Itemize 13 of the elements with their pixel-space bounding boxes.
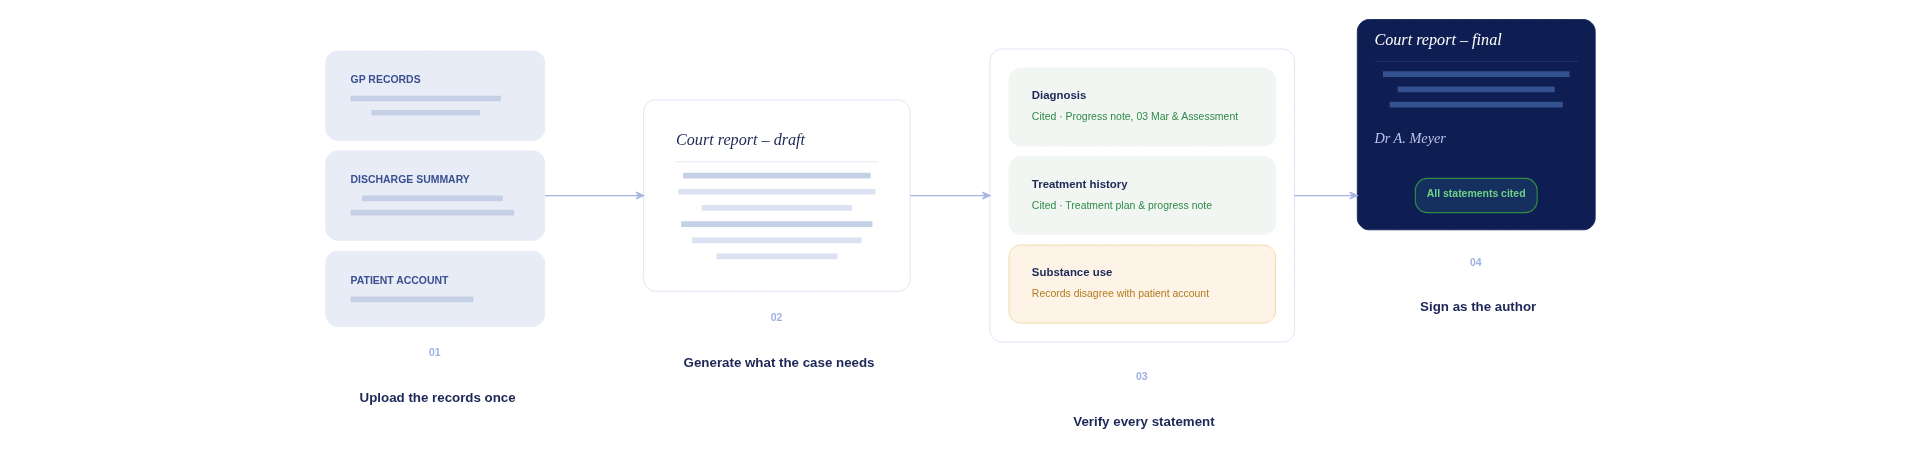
node-label: 04	[1469, 256, 1482, 268]
node-label: 03	[1135, 370, 1148, 382]
node-label: 02	[770, 311, 782, 323]
node-label: Verify every statement	[1072, 413, 1215, 429]
arrow	[1293, 191, 1358, 200]
arrow	[543, 191, 644, 200]
arrow	[909, 191, 991, 200]
node-label: Generate what the case needs	[683, 354, 874, 370]
cluster	[989, 48, 1295, 343]
label: Upload the records once	[359, 389, 516, 405]
node-label: Sign as the author	[1419, 299, 1536, 315]
node-box: All statements cited	[1414, 177, 1538, 214]
label: 01	[428, 347, 441, 359]
